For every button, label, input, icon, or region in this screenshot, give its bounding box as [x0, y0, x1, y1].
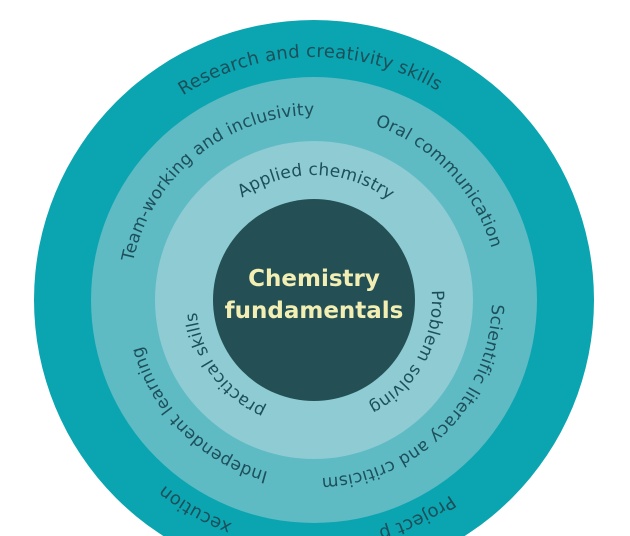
core-circle	[213, 199, 415, 401]
core-label: Chemistry fundamentals	[225, 266, 404, 324]
core-title-line-2: fundamentals	[225, 298, 404, 324]
core-title-line-1: Chemistry	[248, 266, 380, 292]
